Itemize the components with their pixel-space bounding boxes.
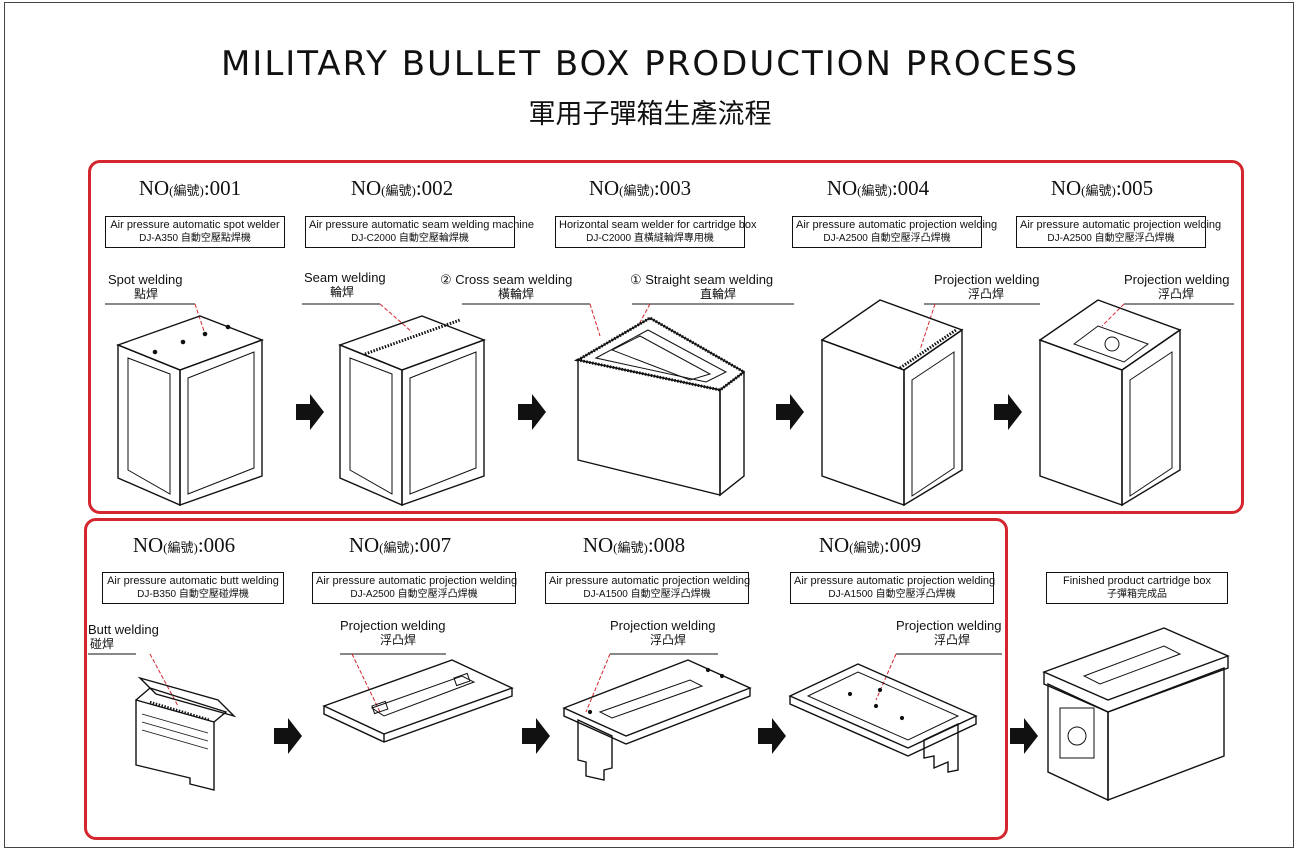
machine-box-009: Air pressure automatic projection weldin… <box>790 572 995 604</box>
page-subtitle: 軍用子彈箱生產流程 <box>528 99 772 130</box>
step-number-007: NO(編號):007 <box>348 533 452 557</box>
machine-box-008: Air pressure automatic projection weldin… <box>545 572 750 604</box>
flow-arrow-7 <box>758 718 786 754</box>
step-number-003: NO(編號):003 <box>588 176 692 200</box>
illustration-007 <box>322 659 514 743</box>
step-number-005: NO(編號):005 <box>1050 176 1154 200</box>
process-group-row-2 <box>84 518 1008 840</box>
illustration-001 <box>116 315 264 507</box>
machine-box-003: Horizontal seam welder for cartridge box… <box>555 216 756 248</box>
illustration-003 <box>573 316 747 497</box>
illustration-004 <box>820 299 964 507</box>
flow-arrow-2 <box>518 394 546 430</box>
step-number-009: NO(編號):009 <box>818 533 922 557</box>
step-number-001: NO(編號):001 <box>138 176 242 200</box>
flow-arrow-3 <box>776 394 804 430</box>
leader-lines <box>88 303 1234 713</box>
step-number-006: NO(編號):006 <box>132 533 236 557</box>
flow-arrow-8 <box>1010 718 1038 754</box>
process-group-row-1 <box>88 160 1244 514</box>
illustration-finished <box>1042 627 1230 802</box>
illustration-005 <box>1038 299 1182 507</box>
machine-box-005: Air pressure automatic projection weldin… <box>1016 216 1221 248</box>
machine-box-002: Air pressure automatic seam welding mach… <box>305 216 534 248</box>
page-title: MILITARY BULLET BOX PRODUCTION PROCESS <box>220 44 1080 84</box>
flow-arrow-4 <box>994 394 1022 430</box>
illustration-009 <box>788 663 978 773</box>
illustration-006 <box>135 676 237 791</box>
flow-arrow-6 <box>522 718 550 754</box>
machine-box-004: Air pressure automatic projection weldin… <box>792 216 997 248</box>
step-number-002: NO(編號):002 <box>350 176 454 200</box>
step-number-004: NO(編號):004 <box>826 176 930 200</box>
flow-arrow-5 <box>274 718 302 754</box>
illustration-002 <box>338 315 486 507</box>
illustration-008 <box>562 659 752 781</box>
machine-box-007: Air pressure automatic projection weldin… <box>312 572 517 604</box>
step-number-008: NO(編號):008 <box>582 533 686 557</box>
page-frame <box>4 2 1294 848</box>
flow-arrow-1 <box>296 394 324 430</box>
